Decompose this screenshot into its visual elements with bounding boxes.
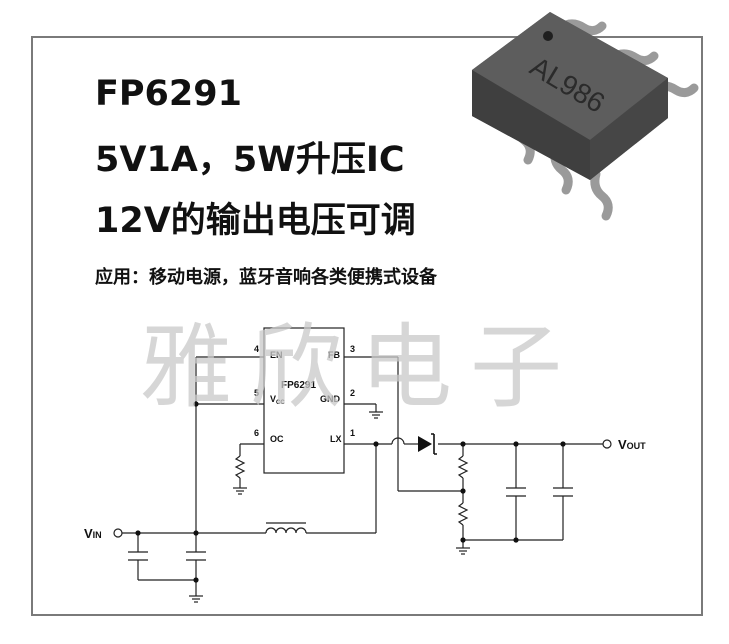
pin-num-3: 3 [350, 344, 355, 354]
title-line-spec: 5V1A，5W升压IC [95, 140, 405, 180]
pin-name-gnd: GND [320, 394, 341, 404]
title-line-part-number: FP6291 [95, 74, 242, 114]
pin-num-6: 6 [254, 428, 259, 438]
pin-name-oc: OC [270, 434, 284, 444]
title-line-output: 12V的输出电压可调 [95, 201, 416, 241]
pin-name-fb: FB [328, 350, 340, 360]
pin-name-vcc: VCC [270, 394, 285, 406]
vout-label: VOUT [618, 437, 646, 452]
vin-terminal [113, 528, 123, 538]
vout-terminal [602, 439, 612, 449]
application-text: 应用：移动电源，蓝牙音响各类便携式设备 [95, 267, 437, 288]
ic-body [263, 327, 345, 474]
pin-num-4: 4 [254, 344, 259, 354]
junction-dots [135, 401, 566, 583]
watermark-text: 雅欣电子 [140, 314, 581, 421]
pin-name-lx: LX [330, 434, 342, 444]
pin-num-5: 5 [254, 388, 259, 398]
schottky-diode [418, 433, 437, 455]
chip-package-image: AL986 [472, 12, 699, 221]
pin-num-1: 1 [350, 428, 355, 438]
wires [122, 356, 603, 596]
pin-num-2: 2 [350, 388, 355, 398]
pin-name-en: EN [270, 350, 283, 360]
ground-symbols [189, 411, 470, 603]
content-frame [31, 36, 703, 616]
vin-label: VIN [84, 526, 102, 541]
ic-name: FP6291 [281, 380, 316, 391]
